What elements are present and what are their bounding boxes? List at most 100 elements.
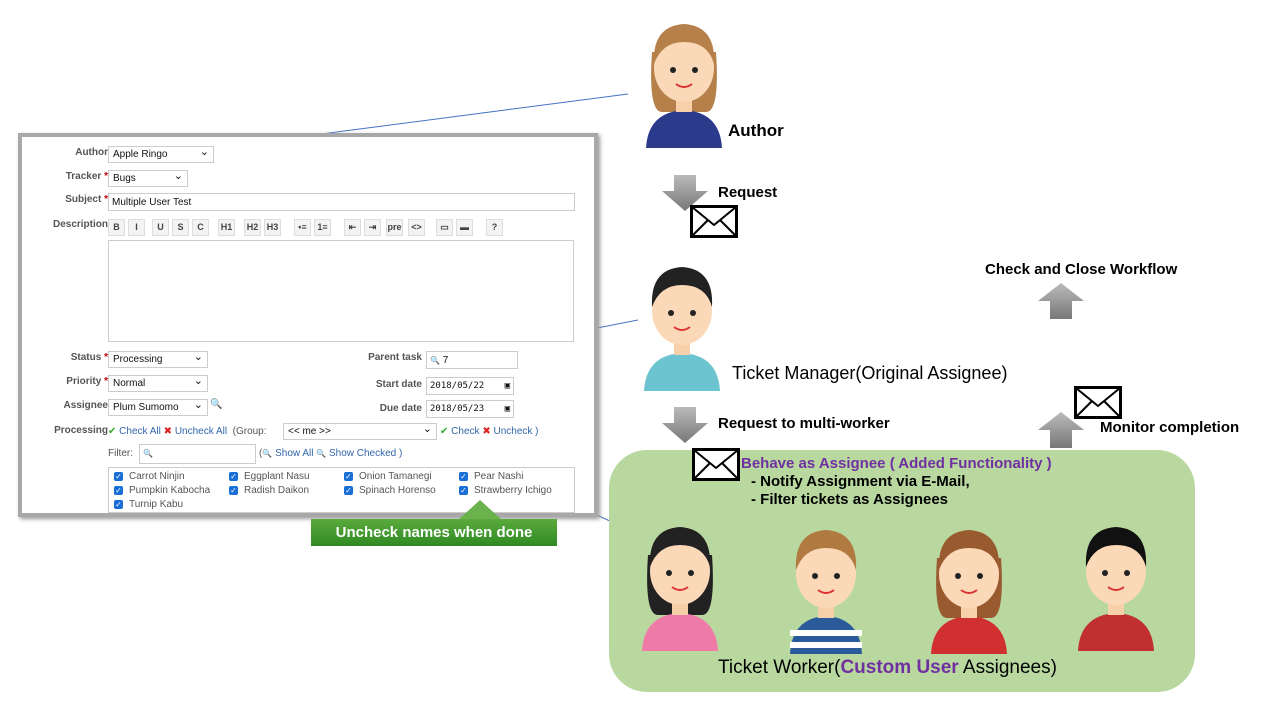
description-textarea[interactable] [108, 240, 574, 342]
toolbar-button[interactable]: I [128, 219, 145, 236]
user-checkbox[interactable]: ✓Pumpkin Kabocha [114, 485, 211, 496]
worker-avatar [790, 530, 862, 654]
search-icon[interactable]: 🔍 [210, 399, 223, 410]
worker-avatar [1078, 527, 1154, 651]
check-close-label: Check and Close Workflow [985, 261, 1178, 278]
uncheck-callout: Uncheck names when done [311, 519, 557, 546]
checkbox-checked-icon: ✓ [229, 471, 238, 481]
priority-select[interactable]: Normal [108, 374, 208, 392]
toolbar-button[interactable]: pre [386, 219, 403, 236]
cross-icon: ✖ [163, 426, 173, 437]
priority-label: Priority * [66, 376, 108, 387]
worker-avatar [642, 527, 718, 651]
description-label: Description [52, 219, 108, 230]
filter-label: Filter: [108, 448, 133, 459]
tracker-label: Tracker * [65, 171, 108, 182]
toolbar-button[interactable]: 1≡ [314, 219, 331, 236]
subject-input[interactable]: Multiple User Test [108, 193, 575, 211]
up-arrow-icon [1038, 283, 1084, 319]
search-icon: 🔍 [143, 449, 153, 458]
toolbar-button[interactable]: •≡ [294, 219, 311, 236]
checkbox-checked-icon: ✓ [459, 471, 468, 481]
up-arrow-icon [1038, 412, 1084, 448]
issue-form: Author Apple Ringo Tracker * Bugs Subjec… [18, 133, 598, 517]
toolbar-button[interactable]: ⇥ [364, 219, 381, 236]
toolbar-button[interactable]: H3 [264, 219, 281, 236]
check-group-link[interactable]: Check [451, 426, 480, 437]
start-date-input[interactable]: 2018/05/22▣ [426, 377, 514, 395]
show-checked-icon: 🔍 [316, 449, 327, 458]
cross-icon: ✖ [482, 426, 491, 437]
envelope-icon [692, 448, 740, 481]
check-all-link[interactable]: Check All [119, 426, 161, 437]
user-checkbox[interactable]: ✓Spinach Horenso [344, 485, 436, 496]
behave-label: Behave as Assignee ( Added Functionality… [741, 455, 1052, 472]
manager-role-label: Ticket Manager(Original Assignee) [732, 363, 1008, 383]
toolbar-button[interactable]: S [172, 219, 189, 236]
author-select[interactable]: Apple Ringo [108, 145, 214, 163]
author-avatar [646, 24, 722, 148]
filter-tickets-label: - Filter tickets as Assignees [751, 491, 949, 508]
processing-label: Processing [54, 425, 108, 436]
toolbar-button[interactable]: ▬ [456, 219, 473, 236]
author-role-label: Author [728, 121, 784, 140]
calendar-icon: ▣ [504, 381, 510, 391]
calendar-icon: ▣ [504, 404, 510, 414]
envelope-icon [1074, 386, 1122, 419]
monitor-label: Monitor completion [1100, 419, 1240, 436]
toolbar-button[interactable]: ▭ [436, 219, 453, 236]
checkbox-checked-icon: ✓ [344, 471, 353, 481]
checkbox-checked-icon: ✓ [459, 485, 468, 495]
parent-task-label: Parent task [368, 352, 422, 363]
checkbox-checked-icon: ✓ [114, 471, 123, 481]
checkbox-checked-icon: ✓ [114, 485, 123, 495]
toolbar-button[interactable]: <> [408, 219, 425, 236]
search-icon: 🔍 [430, 356, 440, 365]
due-date-label: Due date [379, 403, 422, 414]
show-checked-link[interactable]: Show Checked ) [328, 448, 403, 459]
request-label: Request [718, 184, 778, 201]
check-icon: ✔ [108, 426, 117, 437]
due-date-input[interactable]: 2018/05/23▣ [426, 400, 514, 418]
worker-avatar [931, 530, 1007, 654]
toolbar-button[interactable]: H2 [244, 219, 261, 236]
toolbar-button[interactable]: B [108, 219, 125, 236]
toolbar-button[interactable]: H1 [218, 219, 235, 236]
group-label: (Group: [232, 426, 267, 437]
user-checkbox[interactable]: ✓Strawberry Ichigo [459, 485, 552, 496]
author-label: Author [75, 147, 108, 158]
subject-label: Subject * [65, 194, 108, 205]
user-checkbox-list: ✓Carrot Ninjin ✓Eggplant Nasu ✓Onion Taman… [108, 467, 575, 513]
user-checkbox[interactable]: ✓Onion Tamanegi [344, 471, 432, 482]
filter-input[interactable]: 🔍 [139, 444, 256, 464]
envelope-icon [690, 205, 738, 238]
checkbox-checked-icon: ✓ [229, 485, 238, 495]
down-arrow-icon [662, 175, 708, 211]
group-select[interactable]: << me >> [283, 422, 437, 440]
uncheck-group-link[interactable]: Uncheck ) [493, 426, 539, 437]
toolbar-button[interactable]: U [152, 219, 169, 236]
checkbox-checked-icon: ✓ [344, 485, 353, 495]
user-checkbox[interactable]: ✓Eggplant Nasu [229, 471, 310, 482]
toolbar-button[interactable]: ? [486, 219, 503, 236]
status-label: Status * [70, 352, 108, 363]
uncheck-all-link[interactable]: Uncheck All [174, 426, 228, 437]
down-arrow-icon [662, 407, 708, 443]
user-checkbox[interactable]: ✓Radish Daikon [229, 485, 310, 496]
parent-task-input[interactable]: 🔍 7 [426, 351, 518, 369]
assignee-select[interactable]: Plum Sumomo [108, 398, 208, 416]
show-all-link[interactable]: Show All [275, 448, 314, 459]
tracker-select[interactable]: Bugs [108, 169, 188, 187]
notify-label: - Notify Assignment via E-Mail, [751, 473, 970, 490]
status-select[interactable]: Processing [108, 350, 208, 368]
user-checkbox[interactable]: ✓Pear Nashi [459, 471, 524, 482]
user-checkbox[interactable]: ✓Turnip Kabu [114, 499, 184, 510]
user-checkbox[interactable]: ✓Carrot Ninjin [114, 471, 185, 482]
show-all-icon: 🔍 [262, 449, 273, 458]
toolbar-button[interactable]: C [192, 219, 209, 236]
worker-role-label: Ticket Worker(Custom User Assignees) [718, 657, 1057, 678]
start-date-label: Start date [375, 379, 422, 390]
assignee-label: Assignee [63, 400, 108, 411]
check-icon: ✔ [440, 426, 449, 437]
toolbar-button[interactable]: ⇤ [344, 219, 361, 236]
